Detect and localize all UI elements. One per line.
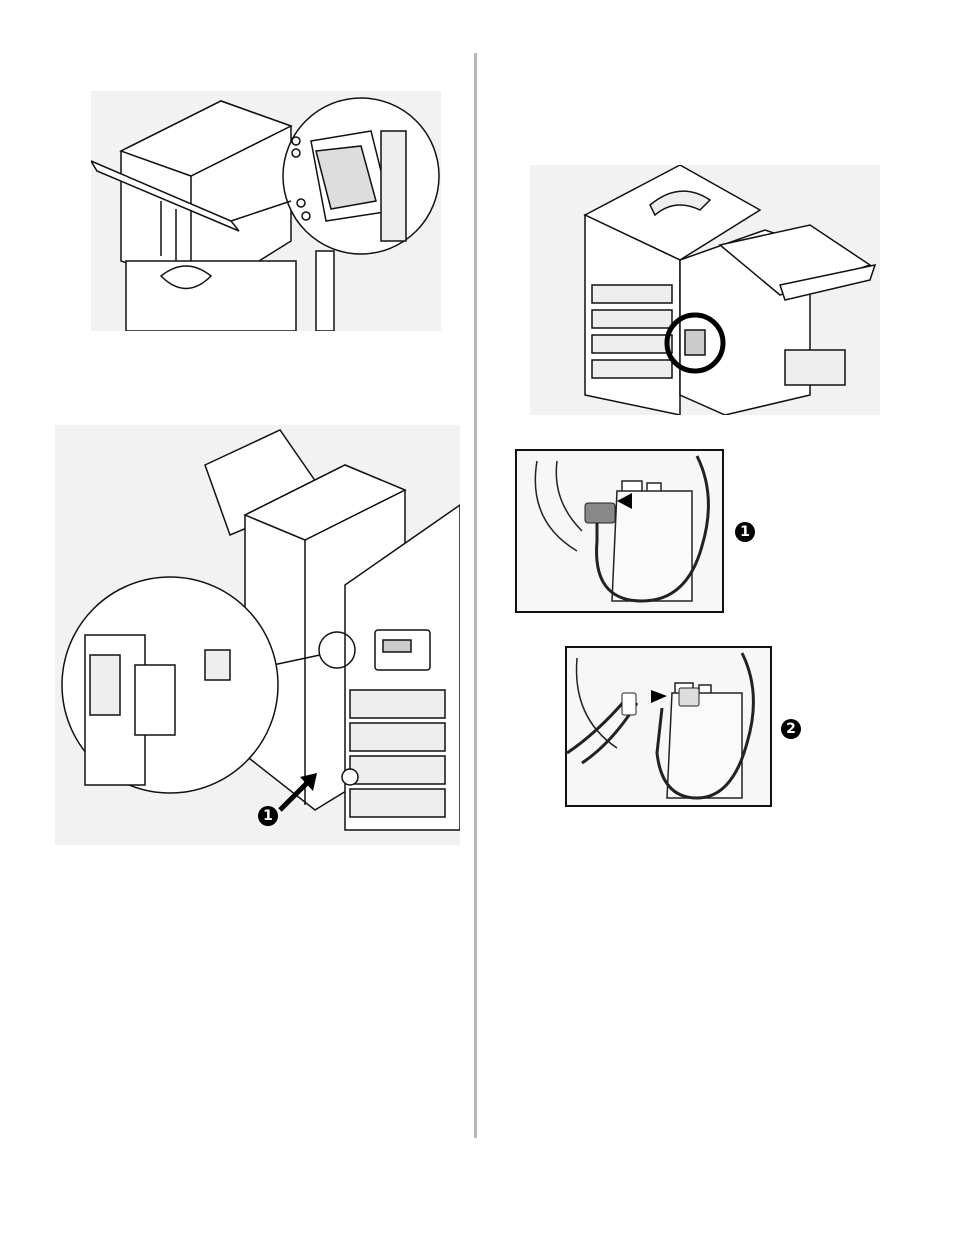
finisher-bracket-figure bbox=[91, 91, 441, 331]
step-2-marker: 2 bbox=[781, 719, 801, 739]
column-divider bbox=[474, 53, 477, 1138]
printer-side-connector-illustration bbox=[530, 165, 880, 415]
finisher-bracket-screws-illustration bbox=[91, 91, 441, 331]
step-1-marker: 1 bbox=[258, 806, 278, 826]
cable-step-2-figure bbox=[565, 646, 772, 807]
cable-step-1-figure bbox=[515, 449, 724, 613]
cable-disconnect-illustration bbox=[517, 451, 722, 611]
printer-connector-figure bbox=[530, 165, 880, 415]
cable-connect-illustration bbox=[567, 648, 770, 805]
step-1-marker: 1 bbox=[735, 522, 755, 542]
finisher-latch-figure: 1 bbox=[55, 425, 460, 845]
finisher-latch-attach-illustration bbox=[55, 425, 460, 845]
